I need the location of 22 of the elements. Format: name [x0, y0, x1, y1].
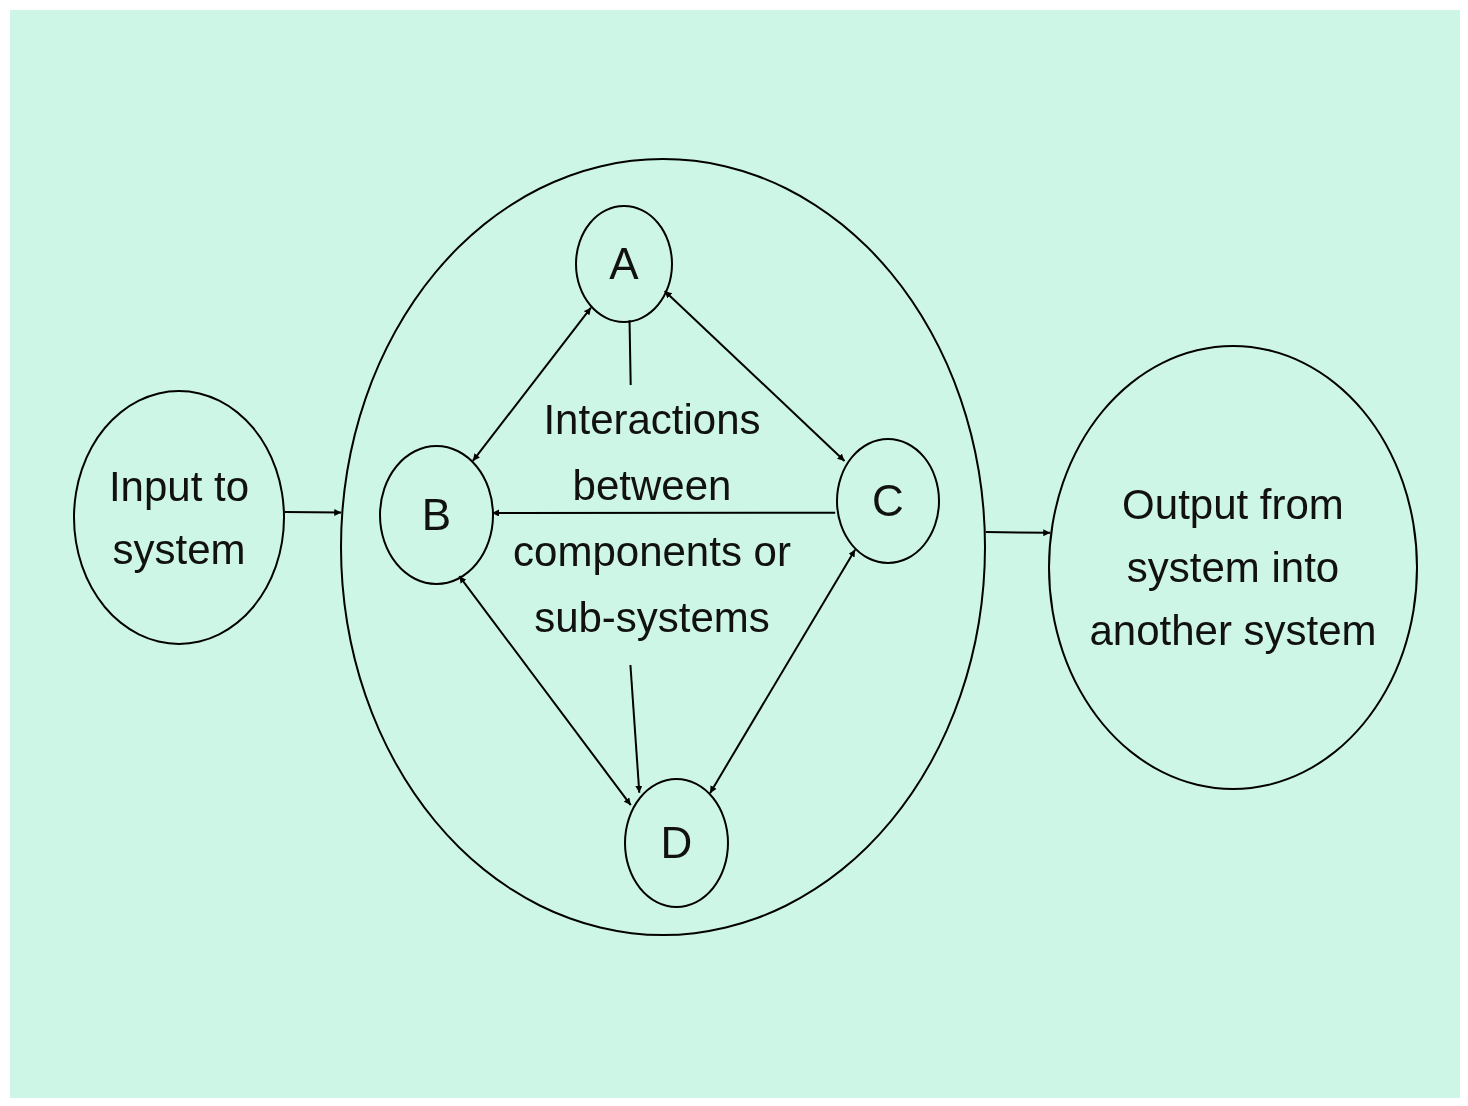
node-label: Output from system into another system: [1088, 480, 1378, 656]
node-label: B: [421, 489, 452, 541]
arrow: [471, 306, 592, 462]
node-label: Input to system: [107, 461, 251, 575]
output-ellipse: [1048, 345, 1418, 790]
node-label: D: [660, 817, 693, 869]
arrow: [491, 509, 837, 517]
input-ellipse: [73, 390, 285, 645]
component-circle: [624, 778, 729, 908]
node-label: C: [872, 475, 904, 527]
arrow: [709, 548, 857, 795]
arrow: [283, 509, 343, 516]
interaction-label: Interactions between components or sub-systems: [482, 387, 822, 667]
arrow: [458, 575, 632, 807]
component-circle: [575, 205, 673, 323]
system-circle: [340, 158, 986, 936]
arrow: [984, 529, 1052, 537]
arrow: [629, 664, 643, 794]
component-circle: [379, 445, 494, 585]
component-circle: [836, 438, 940, 564]
node-label: A: [609, 238, 639, 290]
arrow: [663, 290, 846, 462]
